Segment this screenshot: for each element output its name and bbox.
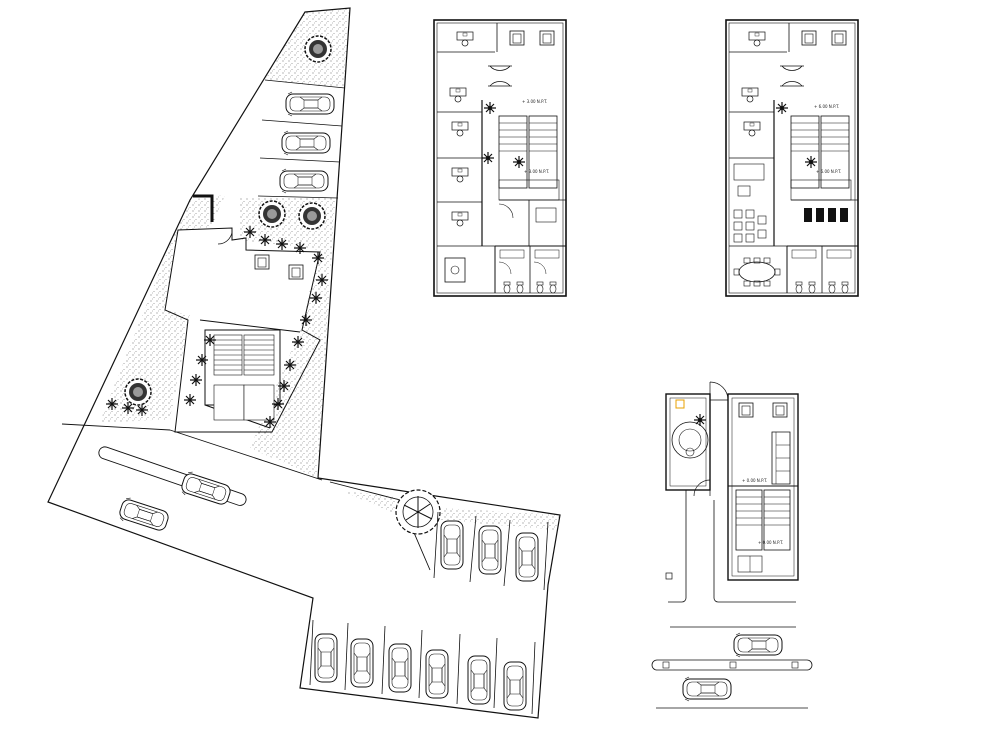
floor-plan-1 xyxy=(433,19,567,297)
parked-car xyxy=(350,638,374,688)
door-swing xyxy=(217,227,233,245)
landscape-left xyxy=(100,195,225,422)
tree-icon xyxy=(298,202,326,230)
parked-car xyxy=(682,676,732,702)
parked-car xyxy=(279,168,329,194)
parking-stalls-bottom xyxy=(309,619,536,715)
parked-car xyxy=(388,643,412,693)
parked-car xyxy=(478,525,502,575)
ground-floor-plan xyxy=(651,381,813,709)
parked-car xyxy=(285,91,335,117)
parked-car xyxy=(733,632,783,658)
parking-stalls-top xyxy=(257,79,346,199)
floor-plan-2 xyxy=(725,19,859,297)
site-stairs xyxy=(213,334,275,421)
fp1-level-lower: + 3.00 N.P.T. xyxy=(524,169,549,174)
gf-level-lower: + 0.00 N.P.T. xyxy=(758,540,783,545)
parked-car xyxy=(314,633,338,683)
parked-car xyxy=(503,661,527,711)
parked-car xyxy=(440,520,464,570)
wall-segment xyxy=(193,194,214,222)
armchair-icon xyxy=(288,264,304,280)
tree-icon xyxy=(304,35,332,63)
tree-icon xyxy=(395,489,441,535)
fp2-level-upper: + 6.00 N.P.T. xyxy=(814,104,839,109)
parked-car xyxy=(425,649,449,699)
fp2-level-lower: + 6.00 N.P.T. xyxy=(816,169,841,174)
gf-level-upper: + 0.00 N.P.T. xyxy=(742,478,767,483)
armchair-icon xyxy=(254,254,270,270)
landscape-right xyxy=(240,198,335,478)
parked-car xyxy=(515,532,539,582)
site-plan xyxy=(47,7,561,719)
tree-icon xyxy=(258,200,286,228)
parking-stalls-right xyxy=(433,511,549,591)
parked-car xyxy=(281,130,331,156)
fp1-level-upper: + 3.00 N.P.T. xyxy=(522,99,547,104)
tree-icon xyxy=(124,378,152,406)
parked-car xyxy=(467,655,491,705)
